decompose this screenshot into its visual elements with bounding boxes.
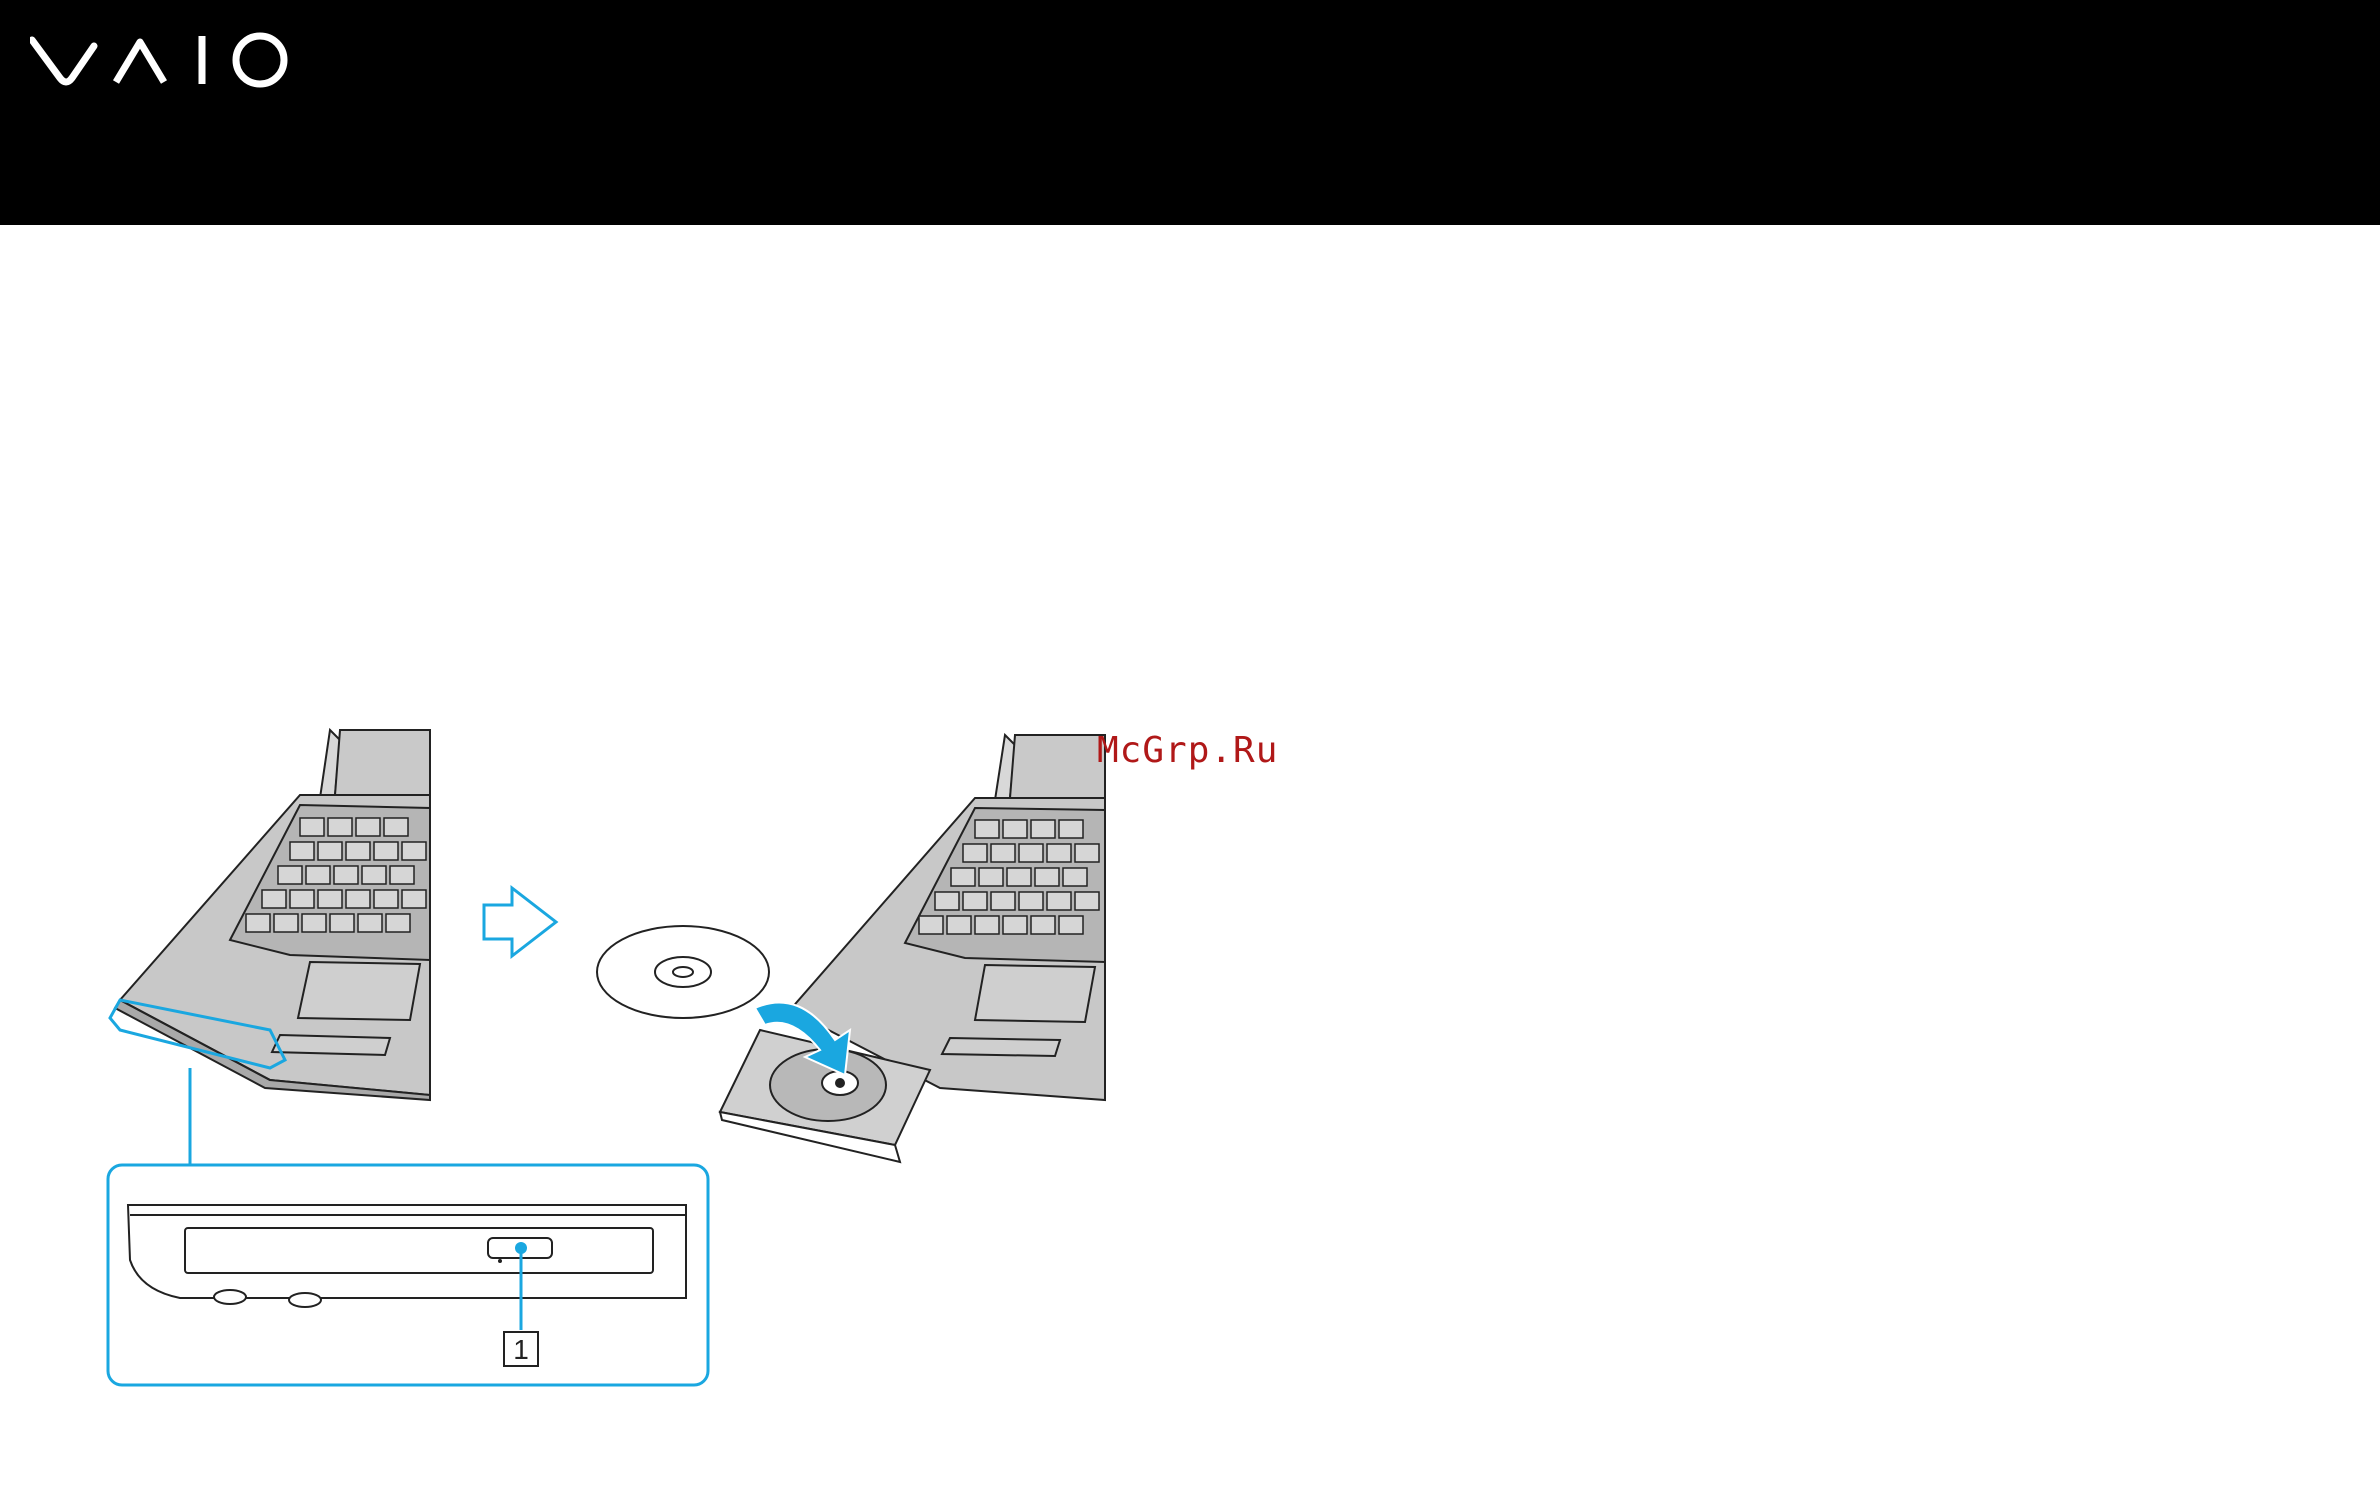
laptop-icon	[115, 730, 430, 1100]
watermark: McGrp.Ru	[1097, 730, 1278, 771]
vaio-logo	[30, 28, 300, 92]
drive-front-closeup	[128, 1205, 686, 1307]
disc-icon	[597, 926, 769, 1018]
optical-drive-illustration: 1	[0, 700, 1140, 1400]
header-bar	[0, 0, 2380, 225]
arrow-right-icon	[484, 888, 556, 956]
callout-number: 1	[513, 1334, 529, 1365]
